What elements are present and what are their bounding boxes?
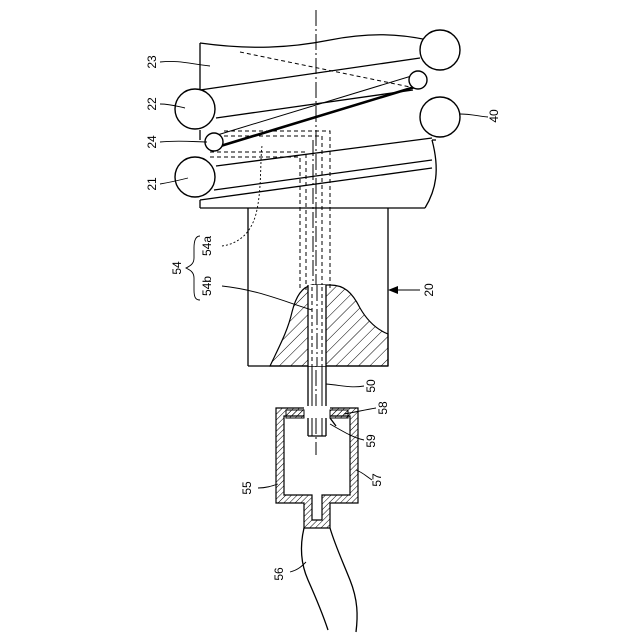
label-56: 56 xyxy=(272,567,286,581)
label-21: 21 xyxy=(145,177,159,191)
wire-section-24-right xyxy=(409,71,427,89)
wire-section-24-left xyxy=(205,133,223,151)
label-40: 40 xyxy=(487,109,501,123)
pipe-50 xyxy=(308,366,326,436)
label-24: 24 xyxy=(145,135,159,149)
base-block-20 xyxy=(248,208,388,366)
label-54: 54 xyxy=(170,261,184,275)
label-54a: 54a xyxy=(200,236,214,256)
label-57: 57 xyxy=(370,473,384,487)
label-59: 59 xyxy=(364,434,378,448)
pointer-arrow-20 xyxy=(388,286,420,294)
wire-section-21 xyxy=(175,157,215,197)
wire-section-40 xyxy=(420,97,460,137)
gasket-58-left xyxy=(286,410,304,418)
label-20: 20 xyxy=(422,283,436,297)
wire-section-22 xyxy=(175,89,215,129)
label-22: 22 xyxy=(145,97,159,111)
cable-56 xyxy=(301,528,357,632)
label-50: 50 xyxy=(364,379,378,393)
label-54b: 54b xyxy=(200,276,214,296)
wire-section-top-right xyxy=(420,30,460,70)
label-23: 23 xyxy=(145,55,159,69)
label-58: 58 xyxy=(376,401,390,415)
label-55: 55 xyxy=(240,481,254,495)
sensor-path-54a xyxy=(210,131,330,290)
housing-57 xyxy=(276,406,358,528)
